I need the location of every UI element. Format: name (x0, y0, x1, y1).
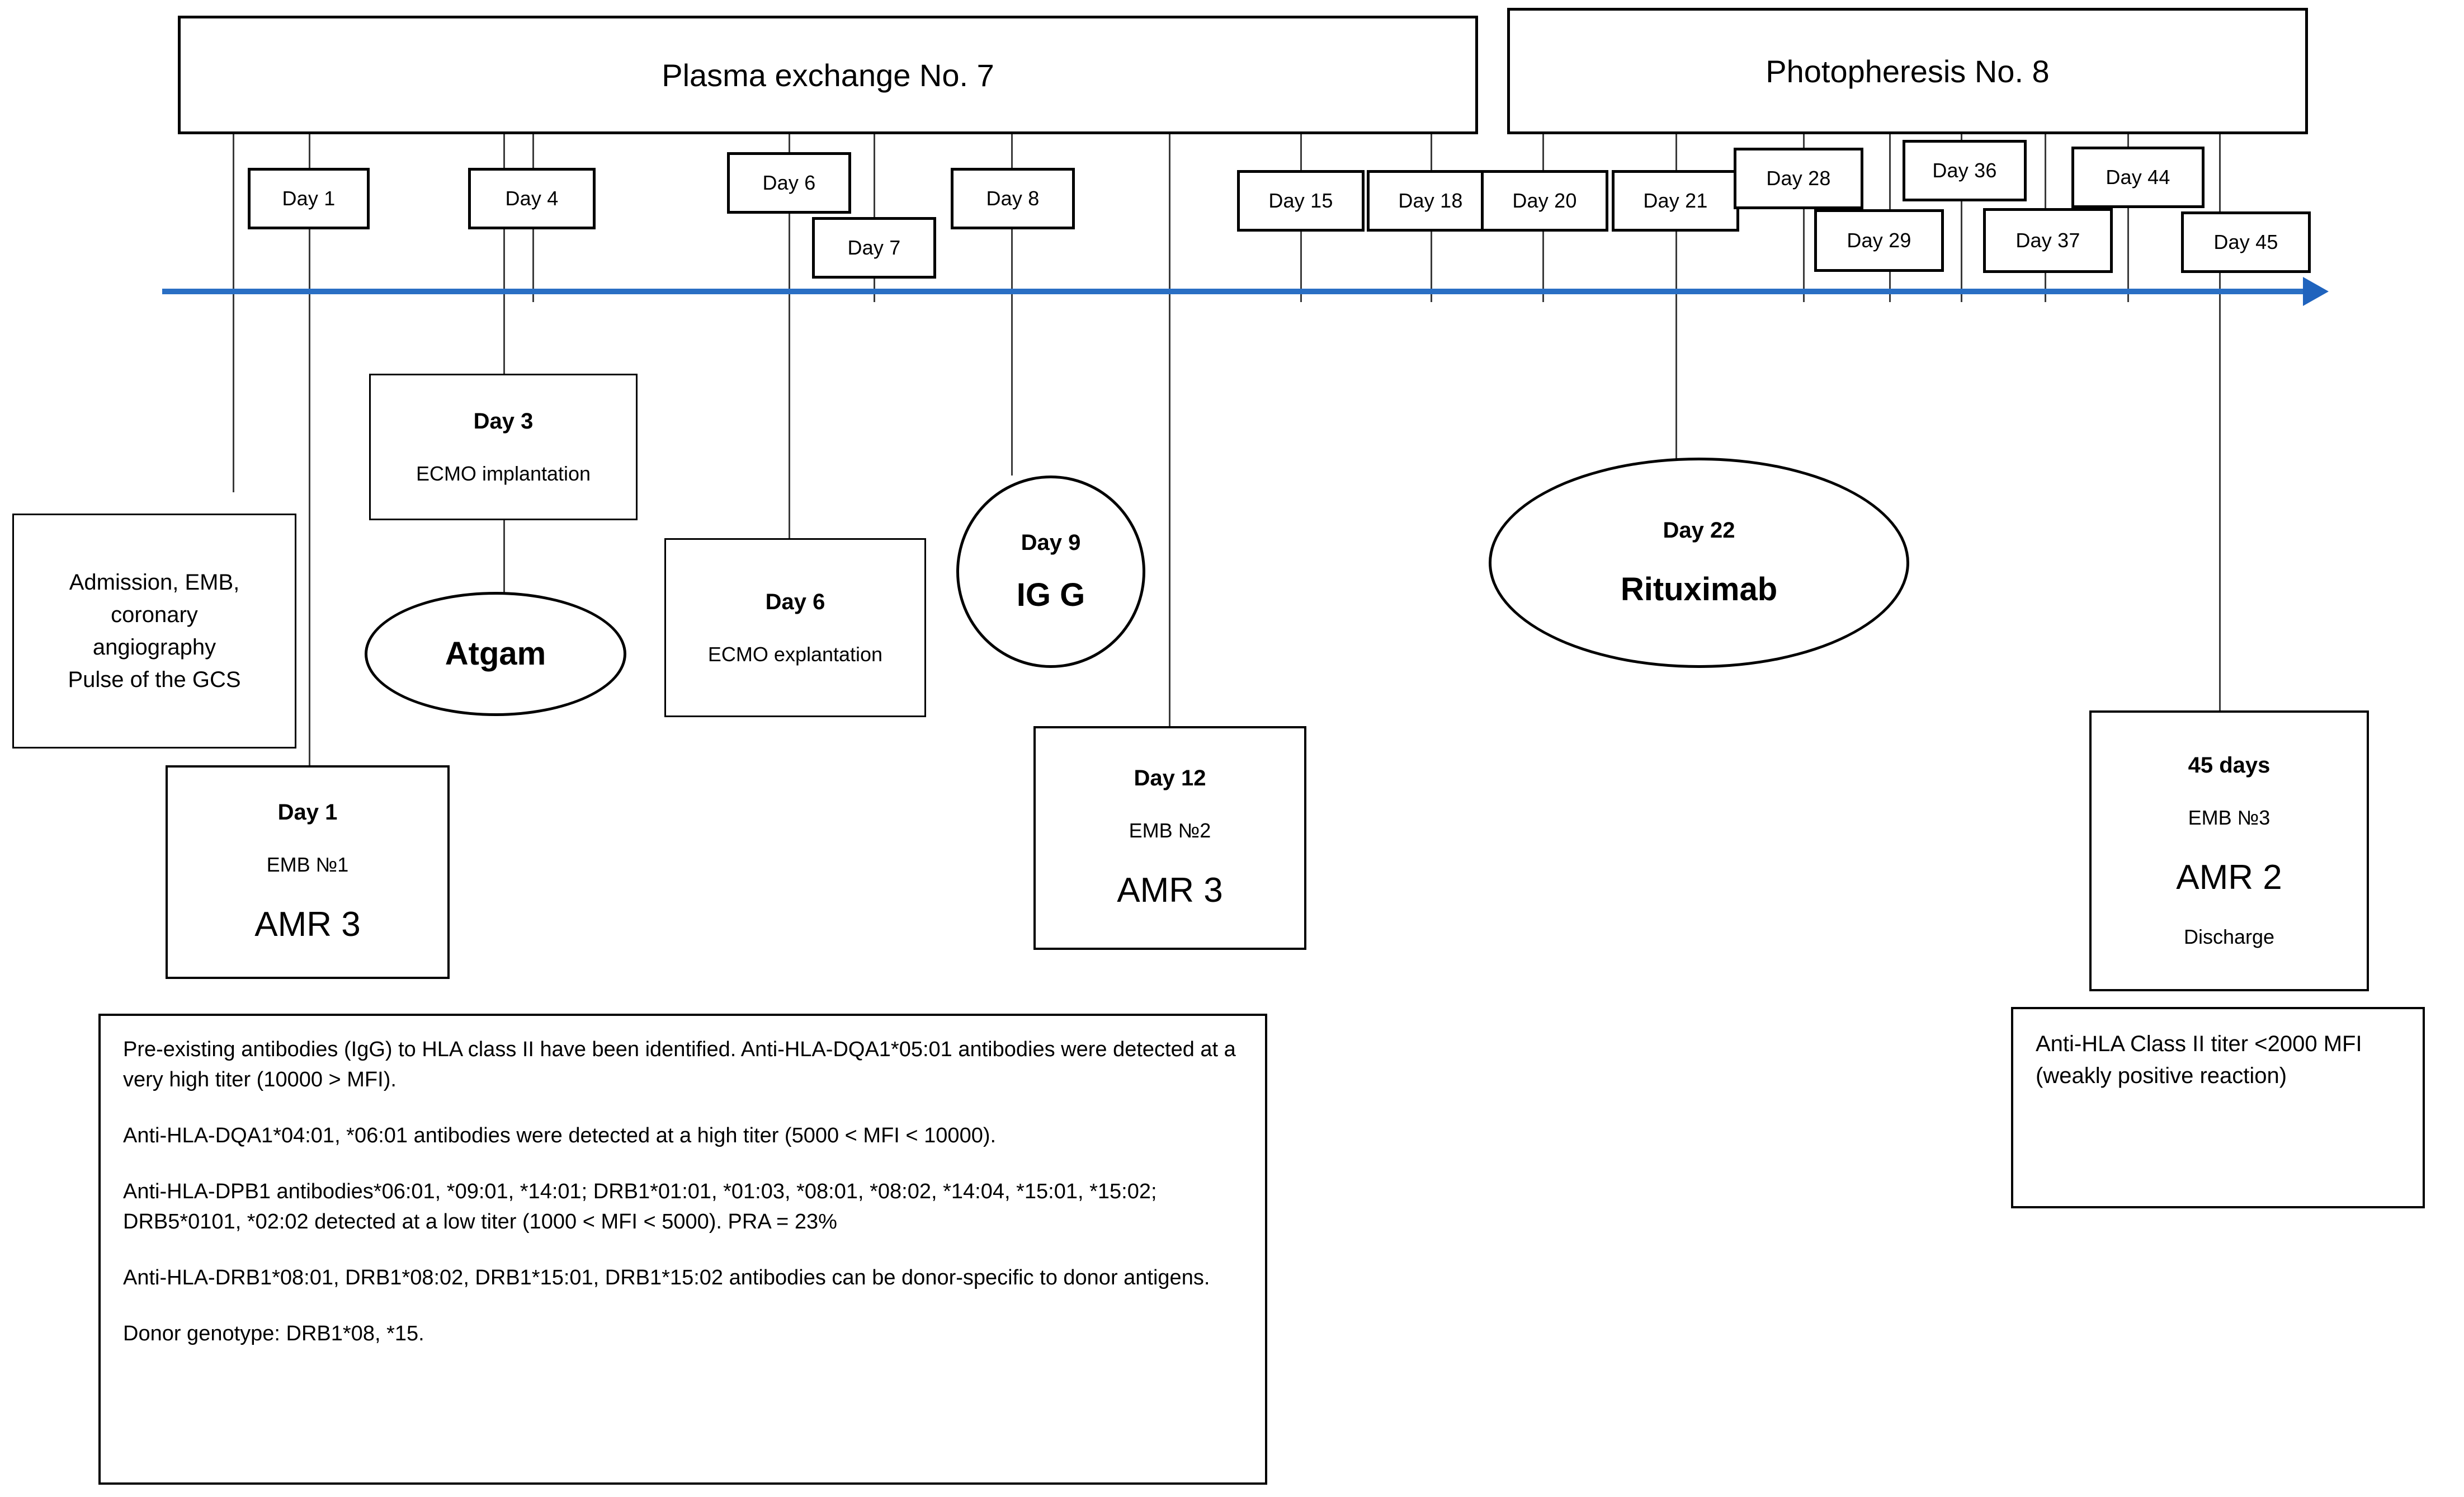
event-box-ecmo-implantation[interactable]: Day 3 ECMO implantation (369, 374, 638, 520)
day-chip-label: Day 20 (1512, 189, 1577, 212)
day-chip-label: Day 8 (986, 187, 1040, 210)
phase-label-plasma-exchange: Plasma exchange No. 7 (662, 57, 994, 93)
timeline-axis (162, 289, 2304, 294)
event-ellipse-igg[interactable]: Day 9 IG G (956, 476, 1145, 668)
day-chip-day-36[interactable]: Day 36 (1903, 140, 2027, 201)
rituximab-day: Day 22 (1663, 518, 1735, 543)
timeline-arrowhead-icon (2303, 277, 2329, 306)
note-paragraph-3: Anti-HLA-DPB1 antibodies*06:01, *09:01, … (123, 1179, 1157, 1234)
emb3-day: 45 days (2188, 753, 2271, 778)
day-chip-day-18[interactable]: Day 18 (1367, 170, 1494, 232)
day-chip-label: Day 18 (1398, 189, 1463, 212)
note-paragraph-4: Anti-HLA-DRB1*08:01, DRB1*08:02, DRB1*15… (123, 1265, 1210, 1289)
day-chip-label: Day 21 (1643, 189, 1708, 212)
event-box-emb3[interactable]: 45 days EMB №3 AMR 2 Discharge (2089, 710, 2369, 991)
day-chip-label: Day 1 (282, 187, 336, 210)
emb2-day: Day 12 (1134, 766, 1206, 791)
note-paragraph-5: Donor genotype: DRB1*08, *15. (123, 1321, 424, 1345)
atgam-label: Atgam (445, 635, 546, 672)
tick-line-day1-emb (233, 134, 234, 492)
day-chip-day-29[interactable]: Day 29 (1814, 209, 1944, 272)
day-chip-label: Day 36 (1932, 159, 1997, 182)
note-box-titer-result[interactable]: Anti-HLA Class II titer <2000 MFI (weakl… (2011, 1007, 2425, 1208)
day-chip-day-4[interactable]: Day 4 (468, 168, 596, 229)
ecmo-explantation-text: ECMO explantation (707, 642, 883, 666)
rituximab-label: Rituximab (1620, 571, 1778, 608)
note-paragraph-1: Pre-existing antibodies (IgG) to HLA cla… (123, 1038, 1236, 1091)
igg-label: IG G (1016, 577, 1085, 614)
ecmo-explantation-day: Day 6 (765, 589, 825, 614)
day-chip-day-6[interactable]: Day 6 (727, 152, 851, 214)
admission-line-3: angiography (92, 635, 216, 660)
day-chip-day-15[interactable]: Day 15 (1237, 170, 1365, 232)
igg-day: Day 9 (1021, 530, 1081, 556)
day-chip-day-20[interactable]: Day 20 (1481, 170, 1608, 232)
phase-box-photopheresis: Photopheresis No. 8 (1507, 8, 2308, 134)
tick-line-day36 (1961, 134, 1962, 302)
tick-line-day8 (1011, 134, 1013, 476)
day-chip-day-37[interactable]: Day 37 (1983, 208, 2113, 273)
day-chip-day-8[interactable]: Day 8 (951, 168, 1075, 229)
ecmo-implantation-text: ECMO implantation (416, 462, 591, 485)
day-chip-label: Day 15 (1268, 189, 1333, 212)
event-box-emb2[interactable]: Day 12 EMB №2 AMR 3 (1033, 726, 1306, 950)
tick-line-day1 (309, 134, 310, 766)
emb2-grade: AMR 3 (1117, 871, 1223, 910)
emb3-discharge: Discharge (2183, 925, 2275, 949)
emb1-day: Day 1 (277, 800, 338, 825)
emb1-grade: AMR 3 (254, 905, 361, 944)
note-paragraph-2: Anti-HLA-DQA1*04:01, *06:01 antibodies w… (123, 1123, 997, 1147)
day-chip-label: Day 6 (762, 171, 816, 194)
tick-line-day6 (789, 134, 790, 543)
admission-line-2: coronary (111, 602, 198, 627)
phase-box-plasma-exchange: Plasma exchange No. 7 (178, 16, 1478, 134)
day-chip-label: Day 4 (505, 187, 559, 210)
event-box-emb1[interactable]: Day 1 EMB №1 AMR 3 (166, 765, 450, 979)
admission-line-1: Admission, EMB, (69, 570, 240, 595)
day-chip-day-45[interactable]: Day 45 (2181, 211, 2311, 273)
tick-line-day3 (503, 134, 505, 376)
tick-line-ecmo-to-atgam (503, 520, 505, 593)
day-chip-label: Day 28 (1766, 167, 1831, 190)
admission-line-4: Pulse of the GCS (68, 667, 241, 692)
tick-line-day12 (1169, 134, 1170, 727)
day-chip-label: Day 37 (2015, 229, 2080, 252)
tick-line-day21 (1675, 134, 1677, 537)
emb2-label: EMB №2 (1129, 819, 1211, 842)
emb3-grade: AMR 2 (2176, 858, 2282, 897)
day-chip-label: Day 7 (847, 236, 901, 259)
event-box-admission[interactable]: Admission, EMB, coronary angiography Pul… (12, 514, 296, 748)
event-ellipse-atgam[interactable]: Atgam (365, 592, 626, 716)
day-chip-label: Day 44 (2106, 166, 2170, 189)
event-ellipse-rituximab[interactable]: Day 22 Rituximab (1489, 458, 1909, 668)
day-chip-day-1[interactable]: Day 1 (248, 168, 370, 229)
day-chip-day-44[interactable]: Day 44 (2071, 147, 2205, 208)
note-right-paragraph-1: Anti-HLA Class II titer <2000 MFI (weakl… (2036, 1032, 2362, 1088)
phase-label-photopheresis: Photopheresis No. 8 (1766, 53, 2050, 89)
event-box-ecmo-explantation[interactable]: Day 6 ECMO explantation (664, 538, 926, 717)
tick-line-day45 (2219, 134, 2221, 722)
admission-text: Admission, EMB, coronary angiography Pul… (58, 566, 251, 696)
day-chip-day-7[interactable]: Day 7 (812, 217, 936, 279)
day-chip-day-28[interactable]: Day 28 (1734, 148, 1863, 209)
day-chip-label: Day 45 (2213, 230, 2278, 253)
tick-line-day28 (1803, 134, 1805, 302)
ecmo-implantation-day: Day 3 (473, 408, 534, 434)
day-chip-day-21[interactable]: Day 21 (1612, 170, 1739, 232)
day-chip-label: Day 29 (1847, 229, 1911, 252)
emb3-label: EMB №3 (2188, 806, 2271, 829)
note-box-hla-antibodies[interactable]: Pre-existing antibodies (IgG) to HLA cla… (98, 1014, 1267, 1485)
tick-line-day44 (2127, 134, 2129, 302)
emb1-label: EMB №1 (266, 853, 349, 877)
